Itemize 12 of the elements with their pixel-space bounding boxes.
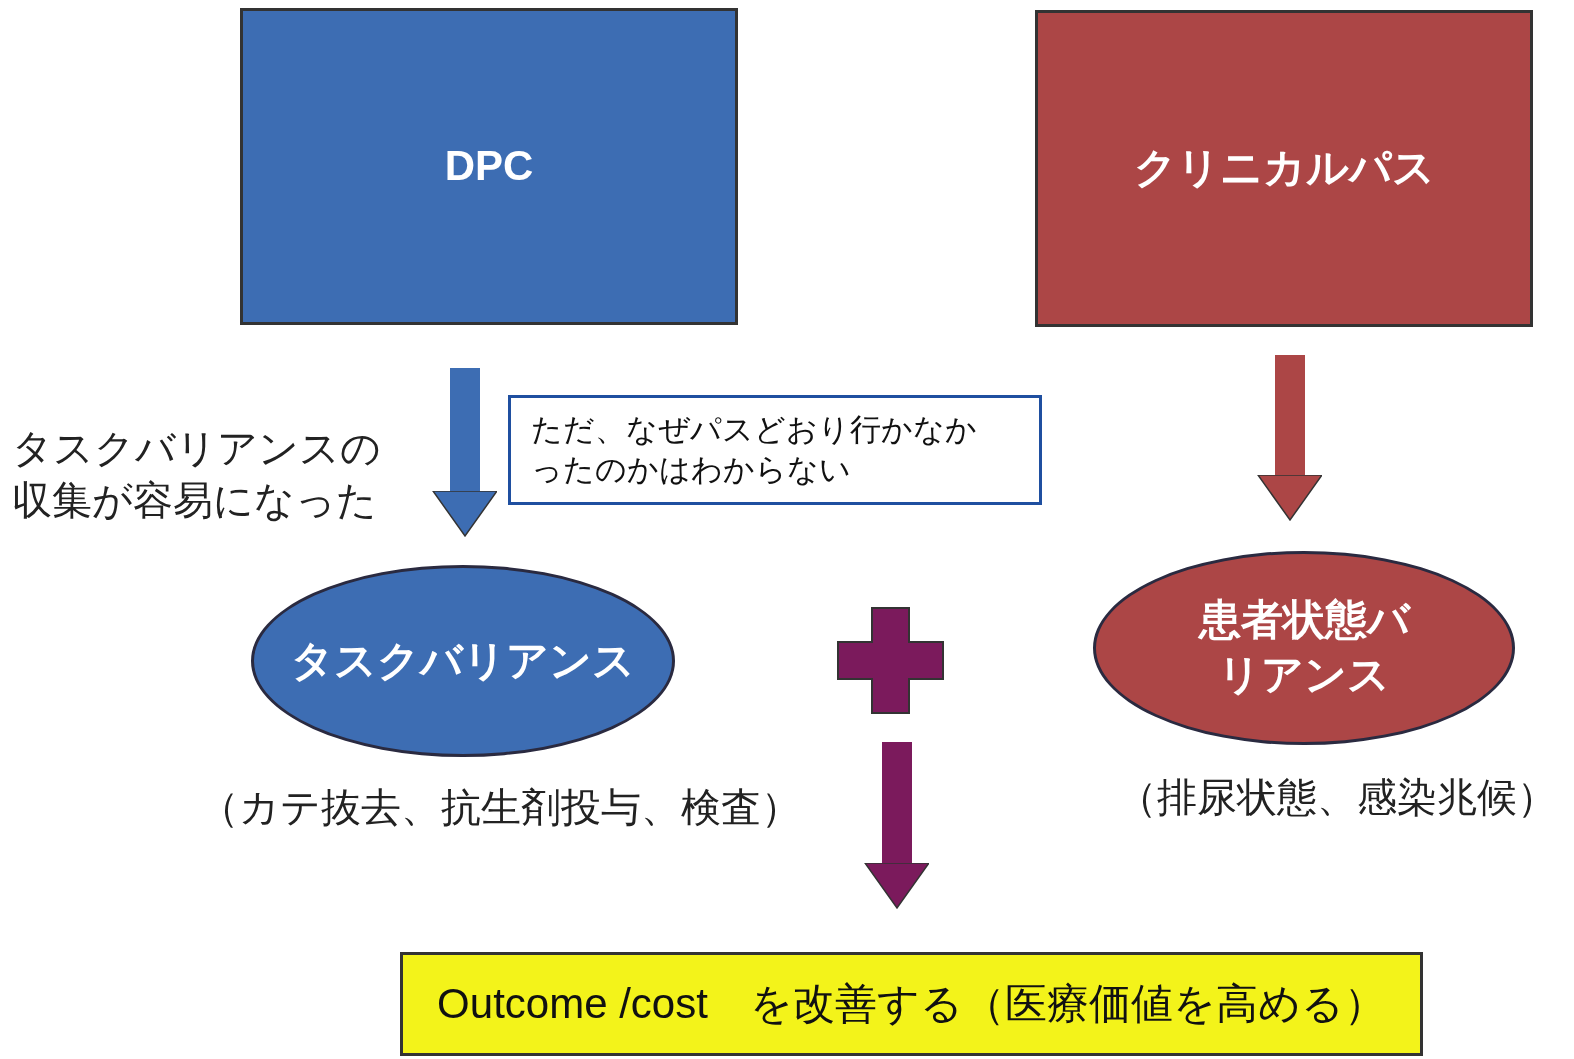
block-arrow [864,742,930,909]
caption-text: （排尿状態、感染兆候） [1116,774,1558,821]
process-box: クリニカルパス [1035,10,1533,327]
ellipse-node: タスクバリアンス [251,565,675,757]
block-arrow [432,368,498,537]
caption-text: （カテ抜去、抗生剤投与、検査） [198,784,802,831]
note-box: ただ、なぜパスどおり行かなかったのかはわからない [508,395,1042,505]
ellipse-node: 患者状態バリアンス [1093,551,1515,745]
plus-sign [837,607,944,714]
block-arrow [1257,355,1323,521]
result-box: Outcome /cost を改善する（医療価値を高める） [400,952,1423,1056]
process-box: DPC [240,8,738,325]
